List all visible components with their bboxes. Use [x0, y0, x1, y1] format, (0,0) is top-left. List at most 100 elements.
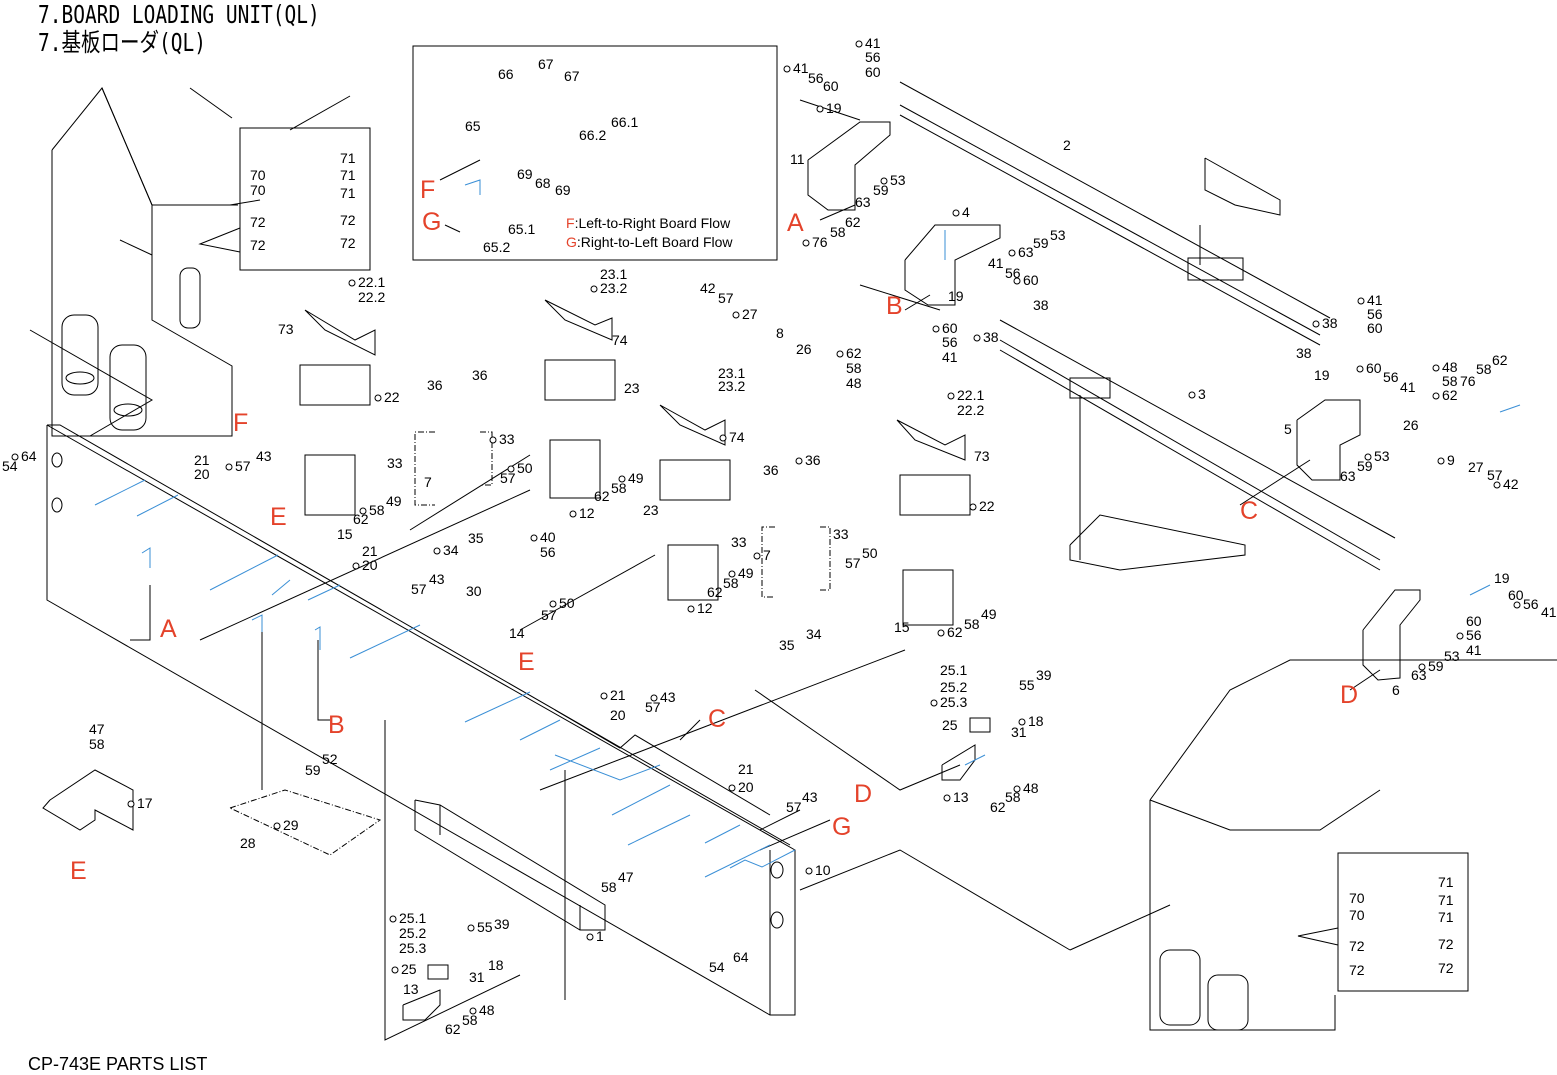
- inset-label: 66: [498, 66, 514, 82]
- part-number-label: 14: [509, 625, 525, 641]
- part-number-label: 76: [1460, 373, 1476, 389]
- cover-part-17: [42, 769, 134, 831]
- part-number-label: 41: [1367, 292, 1383, 308]
- cylinder-part-2: [899, 81, 1331, 346]
- part-number-label: 60: [1466, 613, 1482, 629]
- part-number-label: 58: [89, 736, 105, 752]
- part-number-label: 58: [1476, 361, 1492, 377]
- fitting-label: 72: [250, 214, 266, 230]
- part-number-label: 1: [596, 928, 604, 944]
- title-english: 7.BOARD LOADING UNIT(QL): [38, 0, 320, 29]
- washer-icon: [719, 434, 727, 442]
- part-number-label: 62: [353, 511, 369, 527]
- part-number-label: 49: [628, 470, 644, 486]
- part-number-label: 63: [855, 194, 871, 210]
- part-number-label: 57: [645, 699, 661, 715]
- part-number-label: 10: [815, 862, 831, 878]
- part-number-label: 25.3: [399, 940, 427, 956]
- washer-icon: [273, 822, 281, 830]
- legend-text-G: :Right-to-Left Board Flow: [576, 234, 733, 250]
- part-number-label: 21: [362, 543, 378, 559]
- part-number-label: 15: [894, 619, 910, 635]
- part-number-label: 62: [594, 488, 610, 504]
- washer-icon: [374, 394, 382, 402]
- washer-icon: [1356, 365, 1364, 373]
- part-number-label: 41: [1400, 379, 1416, 395]
- part-number-label: 60: [942, 320, 958, 336]
- part-number-label: 50: [862, 545, 878, 561]
- part-number-label: 56: [808, 70, 824, 86]
- legend-item-left-to-right: F:Left-to-Right Board Flow: [566, 215, 730, 231]
- part-number-label: 73: [974, 448, 990, 464]
- fitting-label: 71: [340, 167, 356, 183]
- ref-letter-B-2: B: [886, 292, 903, 320]
- part-number-label: 60: [1023, 272, 1039, 288]
- machine-body-left: [29, 87, 351, 437]
- ref-letter-E-1: E: [270, 503, 287, 531]
- part-number-label: 22.2: [957, 402, 985, 418]
- part-number-label: 22: [384, 389, 400, 405]
- part-number-label: 19: [826, 100, 842, 116]
- part-number-label: 42: [1503, 476, 1519, 492]
- part-number-label: 27: [1468, 459, 1484, 475]
- inset-label: 66.2: [579, 127, 607, 143]
- washer-icon: [728, 784, 736, 792]
- part-number-label: 52: [322, 751, 338, 767]
- fitting-label: 70: [250, 182, 266, 198]
- bracket-part-5: [1296, 399, 1361, 481]
- washer-icon: [937, 629, 945, 637]
- washer-icon: [389, 915, 397, 923]
- part-number-label: 56: [540, 544, 556, 560]
- part-number-label: 25: [942, 717, 958, 733]
- part-number-label: 20: [362, 557, 378, 573]
- washer-icon: [943, 794, 951, 802]
- fitting-label: 71: [340, 150, 356, 166]
- part-number-label: 58: [846, 360, 862, 376]
- ref-letter-G-inset: G: [422, 208, 442, 236]
- part-number-label: 23: [643, 502, 659, 518]
- part-number-label: 48: [479, 1002, 495, 1018]
- part-number-label: 18: [1028, 713, 1044, 729]
- fitting-label: 70: [1349, 907, 1365, 923]
- part-number-label: 55: [1019, 677, 1035, 693]
- part-number-label: 53: [1374, 448, 1390, 464]
- fitting-label: 72: [340, 212, 356, 228]
- inset-fittings-left-frame: [239, 127, 371, 271]
- fitting-label: 72: [1438, 936, 1454, 952]
- part-number-label: 27: [742, 306, 758, 322]
- washer-icon: [802, 239, 810, 247]
- part-number-label: 62: [947, 624, 963, 640]
- washer-icon: [1364, 453, 1372, 461]
- washer-icon: [952, 209, 960, 217]
- part-number-label: 54: [709, 959, 725, 975]
- washer-icon: [586, 933, 594, 941]
- legend-item-right-to-left: G:Right-to-Left Board Flow: [566, 234, 733, 250]
- footer-parts-list-title: CP-743E PARTS LIST: [28, 1054, 208, 1074]
- part-number-label: 48: [1442, 359, 1458, 375]
- bracket-part-6: [1362, 589, 1421, 681]
- part-number-label: 12: [697, 600, 713, 616]
- washer-icon: [1493, 481, 1501, 489]
- part-number-label: 47: [89, 721, 105, 737]
- fitting-label: 72: [340, 235, 356, 251]
- part-number-label: 50: [517, 460, 533, 476]
- fitting-label: 70: [1349, 890, 1365, 906]
- inset-label: 66.1: [611, 114, 639, 130]
- part-number-label: 12: [579, 505, 595, 521]
- part-number-label: 34: [806, 626, 822, 642]
- part-number-label: 3: [1198, 386, 1206, 402]
- part-number-label: 23.1: [718, 365, 746, 381]
- part-number-label: 62: [845, 214, 861, 230]
- title-japanese: 7.基板ローダ(QL): [38, 28, 206, 57]
- part-number-label: 28: [240, 835, 256, 851]
- valve-assembly-mid-1: [544, 299, 616, 499]
- inset-label: 67: [538, 56, 554, 72]
- part-number-label: 7: [763, 547, 771, 563]
- washer-icon: [816, 105, 824, 113]
- washer-icon: [11, 453, 19, 461]
- part-number-label: 43: [802, 789, 818, 805]
- washer-icon: [489, 436, 497, 444]
- part-number-label: 25.3: [940, 694, 968, 710]
- part-number-label: 48: [1023, 780, 1039, 796]
